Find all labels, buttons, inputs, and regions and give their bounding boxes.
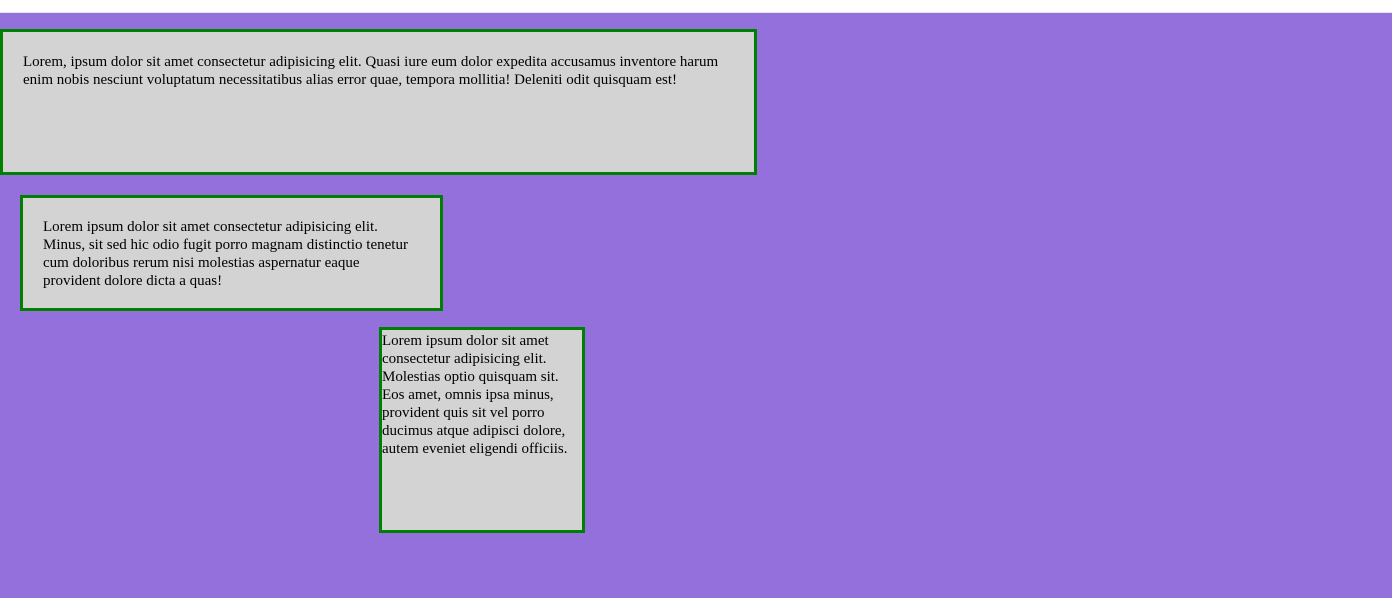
content-box-2-text: Lorem ipsum dolor sit amet consectetur a…: [43, 219, 408, 289]
content-box-2: Lorem ipsum dolor sit amet consectetur a…: [20, 195, 443, 311]
browser-top-strip: [0, 0, 1392, 13]
content-box-3: Lorem ipsum dolor sit amet consectetur a…: [379, 327, 585, 533]
content-box-1-text: Lorem, ipsum dolor sit amet consectetur …: [23, 54, 719, 88]
content-box-1: Lorem, ipsum dolor sit amet consectetur …: [0, 29, 757, 175]
content-box-3-text: Lorem ipsum dolor sit amet consectetur a…: [382, 333, 568, 457]
